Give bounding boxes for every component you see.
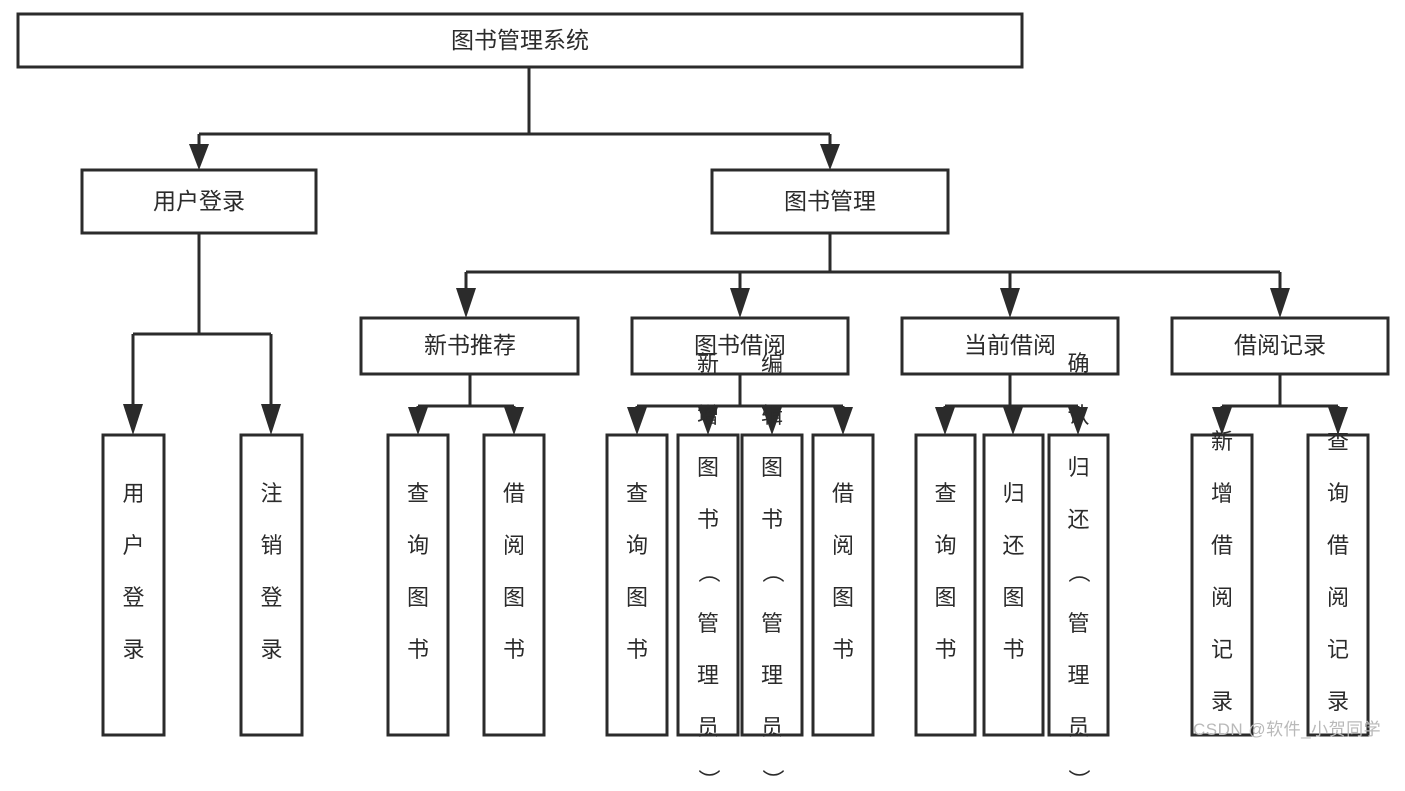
arrow-head-book-borrow (730, 288, 750, 318)
node-leaf-confirm-return-rect[interactable] (1047, 433, 1110, 737)
arrow-head-leaf-borrow-book-2 (833, 407, 853, 435)
node-borrow-record-rect[interactable] (1170, 316, 1390, 376)
connector-group-book-borrow (627, 374, 853, 435)
csdn-watermark: CSDN @软件_小贺同学 (1193, 720, 1382, 739)
node-current-borrow-rect[interactable] (900, 316, 1120, 376)
node-book-manage[interactable]: 图书管理 (710, 168, 950, 235)
node-current-borrow[interactable]: 当前借阅 (900, 316, 1120, 376)
arrow-head-leaf-edit-book (762, 407, 782, 435)
arrow-head-leaf-query-record (1328, 407, 1348, 435)
arrow-head-borrow-record (1270, 288, 1290, 318)
node-user-login[interactable]: 用户登录 (80, 168, 318, 235)
node-leaf-query-record-rect[interactable] (1306, 433, 1370, 737)
node-book-borrow[interactable]: 图书借阅 (630, 316, 850, 376)
arrow-head-leaf-user-login (123, 404, 143, 435)
node-borrow-record[interactable]: 借阅记录 (1170, 316, 1390, 376)
node-book-borrow-rect[interactable] (630, 316, 850, 376)
node-user-login-rect[interactable] (80, 168, 318, 235)
arrow-head-leaf-query-book-3 (935, 407, 955, 435)
node-leaf-add-book-rect[interactable] (676, 433, 740, 737)
node-leaf-return-book-rect[interactable] (982, 433, 1045, 737)
node-leaf-query-book-1-rect[interactable] (386, 433, 450, 737)
node-current-borrow-label: 当前借阅 (964, 332, 1056, 358)
node-leaf-query-book-2-rect[interactable] (605, 433, 669, 737)
arrow-head-leaf-borrow-book-1 (504, 407, 524, 435)
arrow-head-leaf-user-logout (261, 404, 281, 435)
connector-group-borrow-record (1212, 374, 1348, 435)
arrow-head-user-login (189, 144, 209, 170)
node-new-book-rec-rect[interactable] (359, 316, 580, 376)
node-leaf-query-book-3-rect[interactable] (914, 433, 977, 737)
node-leaf-user-login-rect[interactable] (101, 433, 166, 737)
node-new-book-rec-label: 新书推荐 (424, 332, 516, 358)
connector-group-user-login (123, 233, 281, 435)
node-user-login-label: 用户登录 (153, 188, 245, 214)
arrow-head-leaf-add-record (1212, 407, 1232, 435)
node-leaf-add-record-rect[interactable] (1190, 433, 1254, 737)
connector-group-current-borrow (935, 374, 1088, 435)
node-root-rect[interactable] (16, 12, 1024, 69)
leaf-boxes (101, 433, 1370, 737)
node-root-label: 图书管理系统 (451, 27, 589, 53)
node-book-manage-label: 图书管理 (784, 188, 876, 214)
node-leaf-borrow-book-1-rect[interactable] (482, 433, 546, 737)
arrow-head-leaf-query-book-2 (627, 407, 647, 435)
diagram-root: 图书管理系统 用户登录 图书管理 新书推荐 图书借阅 当前借阅 借阅记录 (16, 12, 1390, 791)
arrow-head-new-book-rec (456, 288, 476, 318)
arrow-head-current-borrow (1000, 288, 1020, 318)
flowchart-canvas: 图书管理系统 用户登录 图书管理 新书推荐 图书借阅 当前借阅 借阅记录 (16, 12, 1390, 737)
node-root[interactable]: 图书管理系统 (16, 12, 1024, 69)
connector-group-new-book-rec (408, 374, 524, 435)
node-book-borrow-label: 图书借阅 (694, 332, 786, 358)
connector-group-book-manage (456, 233, 1290, 318)
node-book-manage-rect[interactable] (710, 168, 950, 235)
node-borrow-record-label: 借阅记录 (1234, 332, 1326, 358)
connector-group-root (189, 67, 840, 170)
node-leaf-edit-book-rect[interactable] (740, 433, 804, 737)
arrow-head-leaf-return-book (1003, 407, 1023, 435)
node-leaf-user-logout-rect[interactable] (239, 433, 304, 737)
node-new-book-rec[interactable]: 新书推荐 (359, 316, 580, 376)
node-leaf-borrow-book-2-rect[interactable] (811, 433, 875, 737)
arrow-head-leaf-confirm-return (1068, 407, 1088, 435)
arrow-head-leaf-query-book-1 (408, 407, 428, 435)
arrow-head-book-manage (820, 144, 840, 170)
arrow-head-leaf-add-book (698, 407, 718, 435)
